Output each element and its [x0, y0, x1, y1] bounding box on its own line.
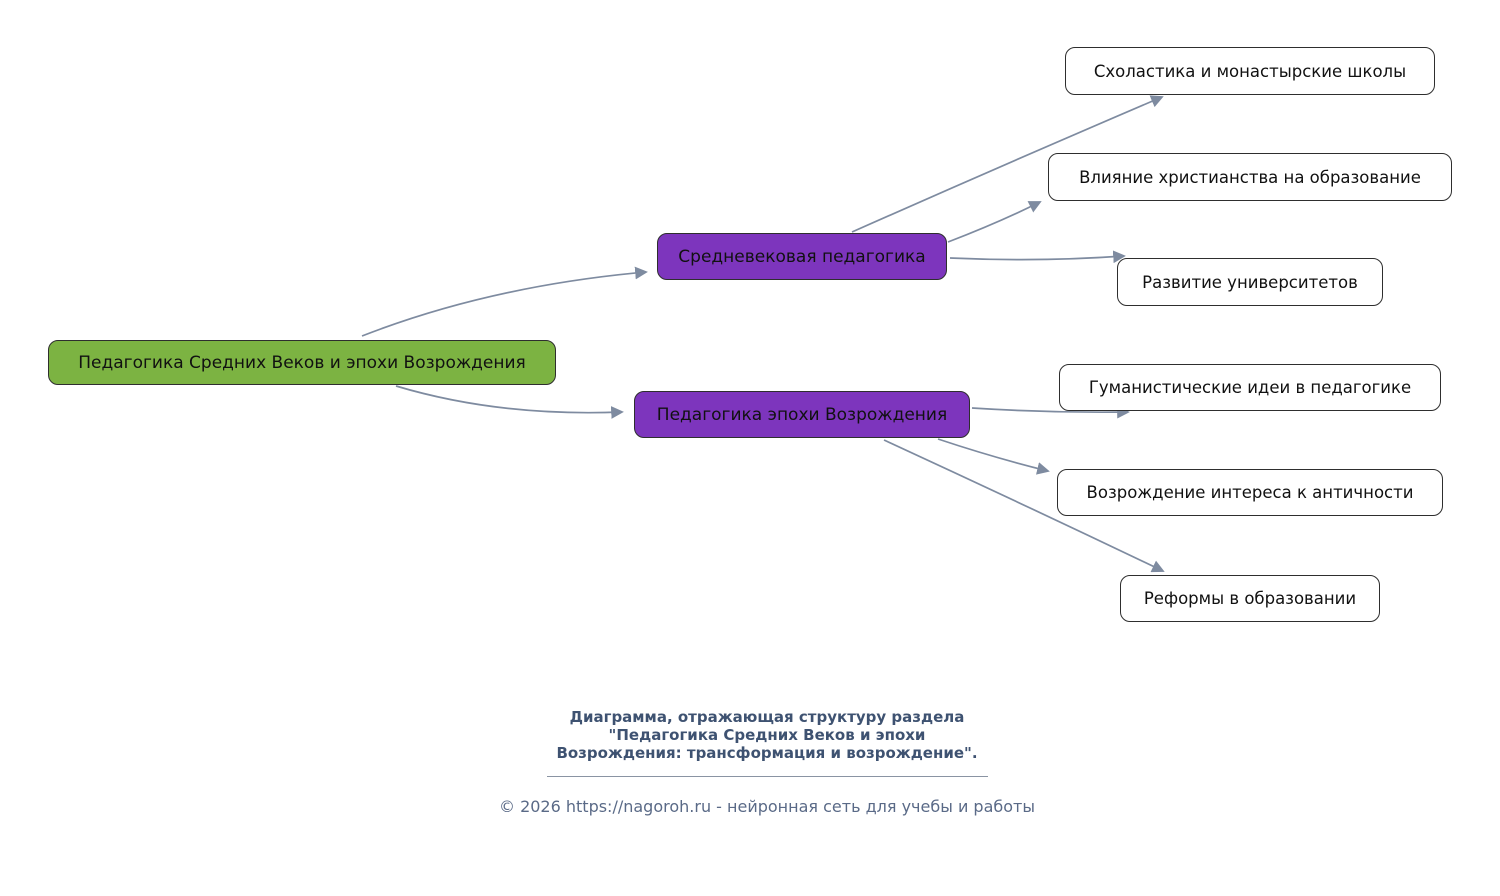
leaf-node-scholastics-monastic-schools: Схоластика и монастырские школы — [1065, 47, 1435, 95]
caption-line: "Педагогика Средних Веков и эпохи — [608, 726, 926, 744]
edge-renaissance-to-reforms — [883, 439, 1165, 573]
branch-node-renaissance-pedagogy: Педагогика эпохи Возрождения — [634, 391, 970, 438]
root-node-label: Педагогика Средних Веков и эпохи Возрожд… — [78, 352, 526, 373]
edge-medieval-to-christianity — [947, 201, 1042, 243]
leaf-node-education-reforms: Реформы в образовании — [1120, 575, 1380, 622]
branch-node-label: Средневековая педагогика — [678, 246, 926, 267]
footer-divider — [546, 776, 988, 777]
leaf-node-label: Схоластика и монастырские школы — [1093, 61, 1407, 81]
leaf-node-christianity-influence: Влияние христианства на образование — [1048, 153, 1452, 201]
edge-root-to-renaissance — [395, 385, 624, 419]
branch-node-medieval-pedagogy: Средневековая педагогика — [657, 233, 947, 280]
footer: Диаграмма, отражающая структуру раздела … — [34, 708, 1500, 816]
edge-renaissance-to-humanism — [971, 405, 1130, 419]
edge-root-to-medieval — [361, 266, 648, 337]
leaf-node-label: Развитие университетов — [1142, 272, 1358, 292]
edge-renaissance-to-antiquity — [937, 438, 1050, 475]
caption-line: Возрождения: трансформация и возрождение… — [556, 744, 978, 762]
leaf-node-antiquity-revival: Возрождение интереса к античности — [1057, 469, 1443, 516]
leaf-node-label: Гуманистические идеи в педагогике — [1088, 378, 1412, 397]
root-node: Педагогика Средних Веков и эпохи Возрожд… — [48, 340, 556, 385]
leaf-node-label: Реформы в образовании — [1143, 589, 1357, 608]
edge-medieval-to-universities — [949, 250, 1126, 264]
caption-line: Диаграмма, отражающая структуру раздела — [569, 708, 965, 726]
diagram-caption: Диаграмма, отражающая структуру раздела … — [34, 708, 1500, 762]
edge-medieval-to-scholastics — [851, 95, 1164, 233]
leaf-node-humanistic-ideas: Гуманистические идеи в педагогике — [1059, 364, 1441, 411]
leaf-node-label: Влияние христианства на образование — [1079, 167, 1421, 187]
branch-node-label: Педагогика эпохи Возрождения — [656, 404, 948, 425]
leaf-node-label: Возрождение интереса к античности — [1086, 483, 1414, 502]
leaf-node-universities-development: Развитие университетов — [1117, 258, 1383, 306]
copyright-text: © 2026 https://nagoroh.ru - нейронная се… — [498, 797, 1035, 816]
